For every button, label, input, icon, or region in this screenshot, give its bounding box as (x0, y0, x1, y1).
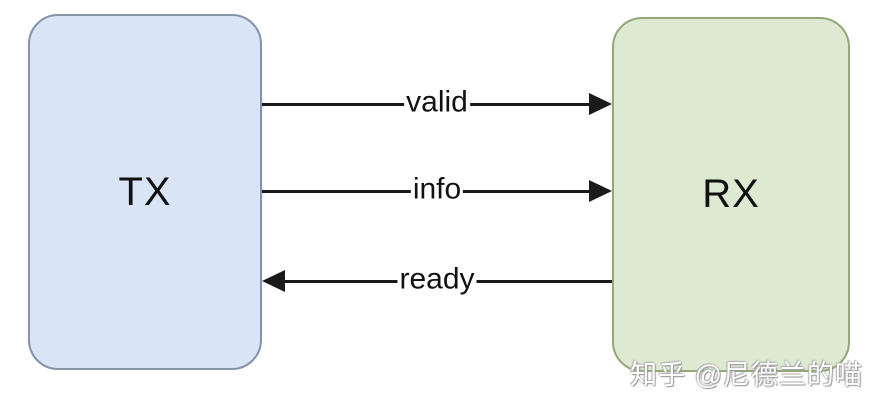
info-signal-label: info (410, 172, 464, 207)
ready-signal-label: ready (397, 262, 477, 297)
rx-block-label: RX (702, 172, 760, 216)
rx-block: RX (612, 17, 850, 372)
ready-arrowhead-left-icon (262, 270, 285, 292)
zhihu-watermark: 知乎 @尼德兰的喵 (630, 360, 863, 390)
info-arrowhead-right-icon (589, 180, 612, 202)
valid-arrowhead-right-icon (589, 93, 612, 115)
tx-block: TX (28, 14, 262, 370)
tx-block-label: TX (118, 169, 172, 214)
valid-signal-label: valid (404, 85, 470, 120)
